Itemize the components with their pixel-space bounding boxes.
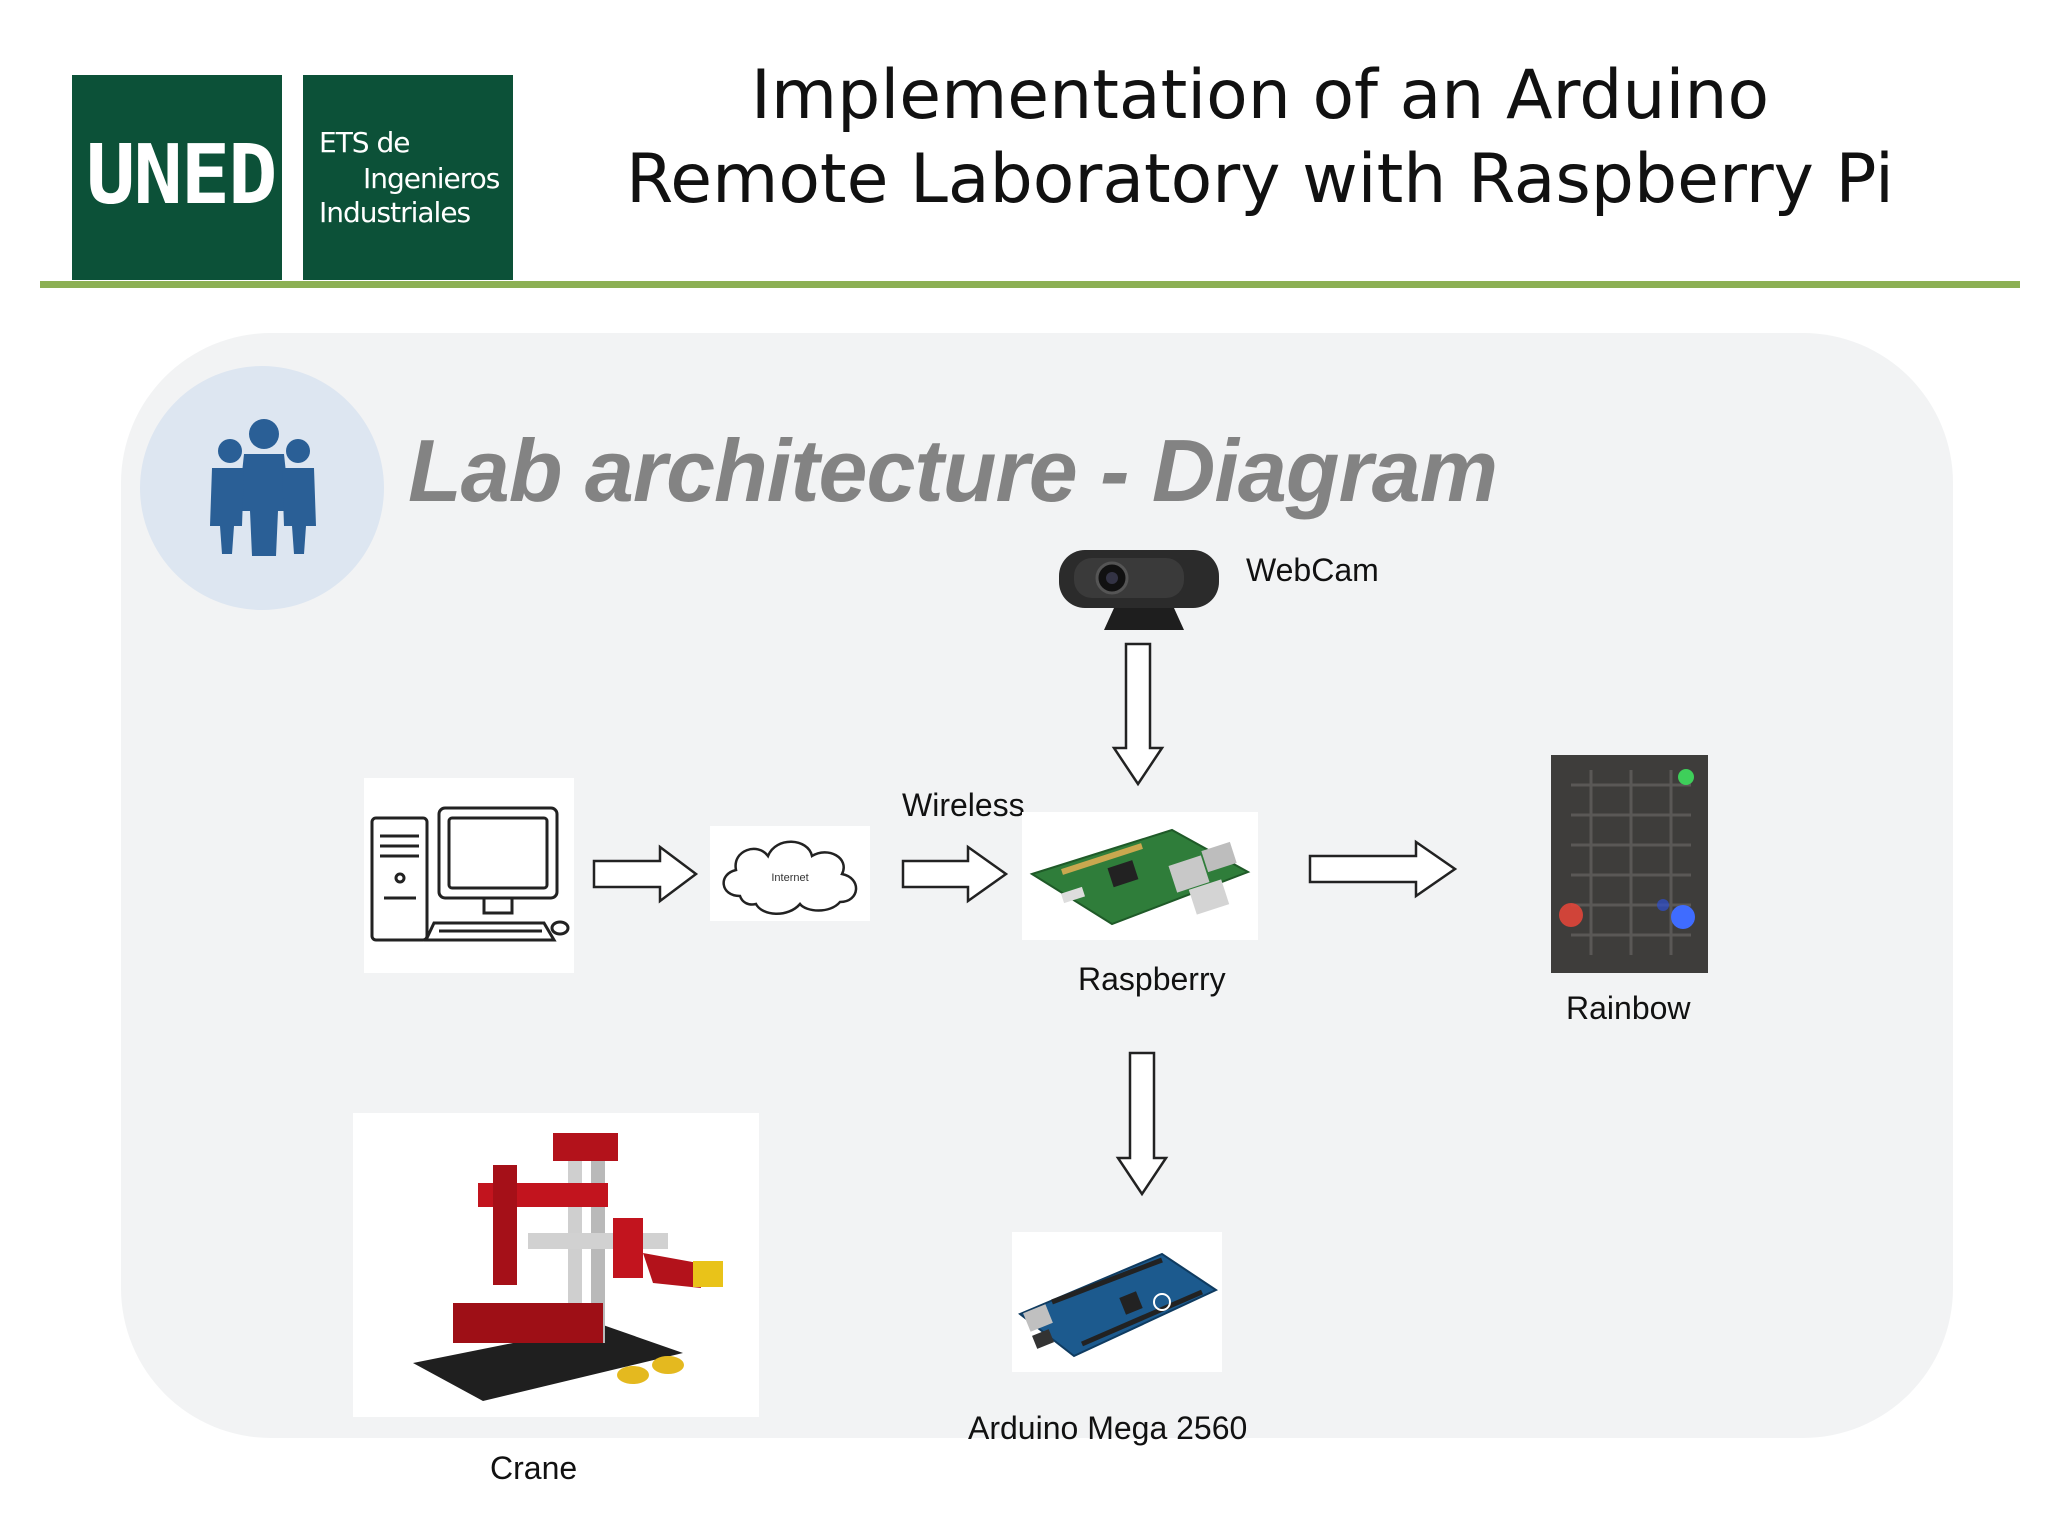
section-title: Lab architecture - Diagram bbox=[408, 421, 1498, 520]
crane-node bbox=[353, 1113, 759, 1417]
cloud-icon: Internet bbox=[722, 840, 858, 915]
uned-logo-text: UNED bbox=[86, 128, 277, 223]
webcam-label: WebCam bbox=[1246, 552, 1379, 588]
raspberry-label: Raspberry bbox=[1078, 961, 1226, 997]
desktop-computer-icon bbox=[370, 806, 570, 942]
arrow-internet-to-raspberry bbox=[901, 844, 1009, 904]
ets-logo-line: ETS de bbox=[319, 126, 410, 159]
webcam-icon bbox=[1059, 550, 1219, 630]
raspberry-node bbox=[1022, 812, 1258, 940]
arduino-label: Arduino Mega 2560 bbox=[968, 1410, 1248, 1446]
slide-title-line: Implementation of an Arduino bbox=[750, 56, 1770, 135]
arduino-node bbox=[1012, 1232, 1222, 1372]
robotic-crane-icon bbox=[413, 1133, 723, 1401]
computer-node bbox=[364, 778, 574, 973]
rainbow-label: Rainbow bbox=[1566, 990, 1691, 1026]
led-matrix-icon bbox=[1551, 755, 1708, 973]
header-divider bbox=[40, 281, 2020, 288]
arrow-raspberry-to-rainbow bbox=[1308, 839, 1458, 899]
slide-title-line: Remote Laboratory with Raspberry Pi bbox=[626, 140, 1894, 219]
uned-logo: UNED bbox=[72, 75, 282, 280]
ets-logo: ETS de Ingenieros Industriales bbox=[303, 75, 513, 280]
raspberry-pi-board-icon bbox=[1029, 828, 1251, 926]
crane-label: Crane bbox=[490, 1450, 578, 1486]
wireless-label: Wireless bbox=[902, 787, 1025, 823]
ets-logo-line: Ingenieros bbox=[363, 162, 500, 195]
section-icon-badge bbox=[140, 366, 384, 610]
internet-node: Internet bbox=[710, 826, 870, 921]
arrow-webcam-to-raspberry bbox=[1111, 642, 1165, 787]
webcam-node bbox=[1054, 540, 1224, 640]
people-group-icon bbox=[210, 419, 316, 556]
arrow-raspberry-to-arduino bbox=[1115, 1051, 1169, 1197]
ets-logo-line: Industriales bbox=[319, 196, 471, 229]
arrow-computer-to-internet bbox=[592, 844, 699, 904]
internet-label: Internet bbox=[771, 872, 808, 884]
rainbow-node bbox=[1551, 755, 1708, 973]
arduino-board-icon bbox=[1018, 1252, 1219, 1358]
